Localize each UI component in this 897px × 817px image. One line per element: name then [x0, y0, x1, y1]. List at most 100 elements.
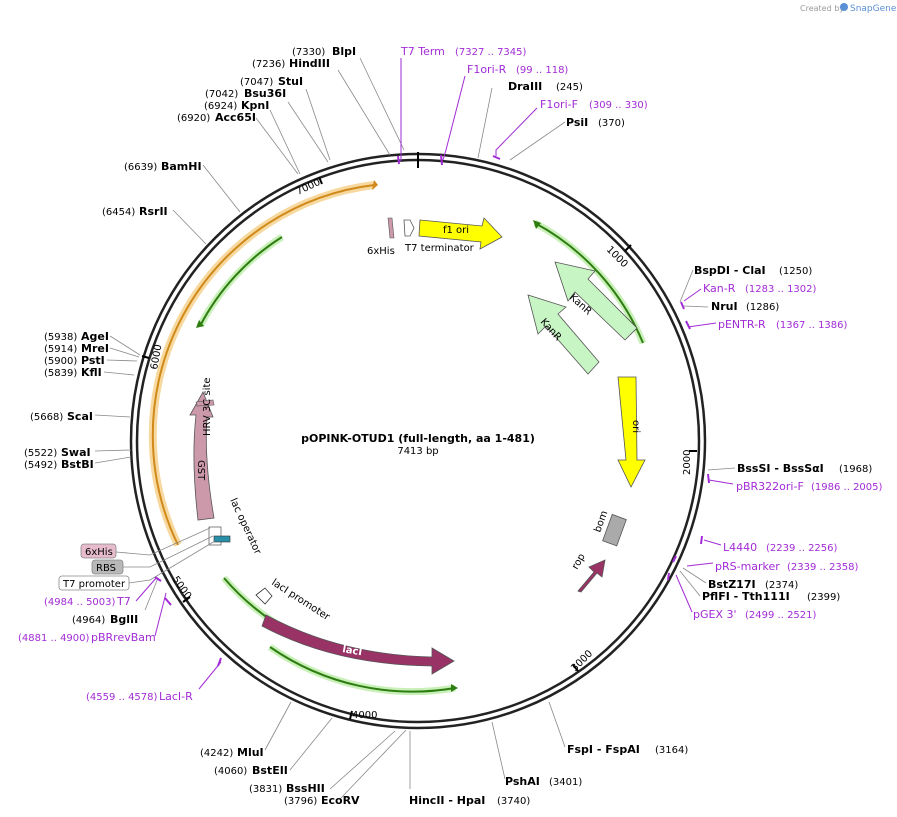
- enzyme-name-fspi-fspai: FspI - FspAI: [567, 743, 640, 756]
- enzyme-name-psti: PstI: [81, 354, 105, 367]
- hrv-3c-site-box: [195, 399, 215, 407]
- enzyme-pos-stui: (7047): [240, 77, 273, 88]
- primer-name-l4440: L4440: [723, 541, 757, 554]
- primer-pos-laci-r: (4559 .. 4578): [86, 692, 158, 703]
- enzyme-pos-bsshii: (3831): [249, 784, 282, 795]
- enzyme-name-acc65i: Acc65I: [215, 111, 256, 124]
- t7-promoter-feature-box: [58, 575, 130, 591]
- enzyme-name-mlui: MluI: [237, 746, 264, 759]
- enzyme-name-rsrii: RsrII: [139, 205, 168, 218]
- primer-pos-pgex-3: (2499 .. 2521): [745, 610, 817, 621]
- primer-name-pgex-3: pGEX 3': [693, 608, 737, 621]
- enzyme-name-blpi: BlpI: [332, 45, 356, 58]
- ori-label: ori: [630, 420, 641, 433]
- enzyme-leaders: [94, 57, 736, 800]
- primer-name-laci-r: LacI-R: [159, 690, 193, 703]
- his-tag-feature-label: 6xHis: [85, 547, 113, 558]
- enzyme-pos-rsrii: (6454): [102, 207, 135, 218]
- enzyme-pos-swai: (5522): [24, 448, 57, 459]
- orange-arc: [151, 184, 375, 546]
- enzyme-pos-kpni: (6924): [204, 101, 237, 112]
- enzyme-name-hindiii: HindIII: [289, 57, 330, 70]
- tick-label-1000: 1000: [604, 244, 630, 270]
- hrv-3c-site-label: HRV 3C site: [202, 377, 213, 436]
- enzyme-name-bsshii: BssHII: [286, 782, 325, 795]
- laci-promoter-arrow: [255, 587, 273, 605]
- primer-pos-t7-term: (7327 .. 7345): [455, 47, 527, 58]
- green-arc-2-arrowhead: [533, 220, 541, 229]
- enzyme-pos-agei: (5938): [44, 332, 77, 343]
- tick-label-2000: 2000: [682, 450, 693, 475]
- enzyme-pos-psti: (5900): [44, 356, 77, 367]
- gst-label: GST: [195, 460, 206, 481]
- enzyme-name-agei: AgeI: [81, 330, 109, 343]
- rop-arrow: [577, 559, 606, 593]
- enzyme-pos-bstz17i: (2374): [765, 580, 798, 591]
- orange-arc-halo: [148, 181, 375, 547]
- enzyme-name-nrui: NruI: [711, 300, 738, 313]
- rop-label: rop: [570, 552, 588, 572]
- enzyme-pos-bamhi: (6639): [124, 162, 157, 173]
- primer-pos-f1ori-r: (99 .. 118): [516, 65, 568, 76]
- primer-name-t7-term: T7 Term: [400, 45, 445, 58]
- enzyme-pos-hincii-hpai: (3740): [497, 796, 530, 807]
- primer-pos-pbr322ori-f: (1986 .. 2005): [811, 482, 883, 493]
- enzyme-name-scai: ScaI: [67, 410, 93, 423]
- primer-name-pbr322ori-f: pBR322ori-F: [736, 480, 804, 493]
- enzyme-pos-hindiii: (7236): [252, 59, 285, 70]
- enzyme-name-hincii-hpai: HincII - HpaI: [409, 794, 485, 807]
- primer-name-f1ori-f: F1ori-F: [540, 98, 578, 111]
- enzyme-name-kfli: KflI: [81, 366, 102, 379]
- tick-label-4000: 4000: [352, 710, 377, 721]
- credit-brand: SnapGene: [850, 4, 897, 14]
- enzyme-pos-draiii: (245): [556, 82, 583, 93]
- laci-label: lacI: [341, 644, 362, 658]
- enzyme-pos-pflfi-tth111i: (2399): [807, 592, 840, 603]
- kanr-arrow-1: [554, 261, 638, 341]
- plasmid-name: pOPINK-OTUD1 (full-length, aa 1-481): [301, 432, 535, 445]
- snapgene-logo-icon: [840, 3, 848, 11]
- enzyme-name-bstz17i: BstZ17I: [708, 578, 756, 591]
- enzyme-name-pflfi-tth111i: PflFI - Tth111I: [702, 590, 790, 603]
- green-arc-4-arrowhead: [451, 684, 458, 692]
- kanr-arrow-2: [527, 294, 600, 375]
- enzyme-pos-bsu36i: (7042): [205, 89, 238, 100]
- enzyme-pos-bsssi-bsssai: (1968): [839, 464, 872, 475]
- his-tag-box: [213, 535, 231, 543]
- primer-name-t7: T7: [116, 595, 131, 608]
- green-arc-1: [199, 236, 283, 327]
- primer-pos-pentr-r: (1367 .. 1386): [776, 320, 848, 331]
- enzyme-name-mrei: MreI: [81, 342, 109, 355]
- his-tag-top-label: 6xHis: [367, 246, 395, 257]
- enzyme-pos-kfli: (5839): [44, 368, 77, 379]
- enzyme-name-swai: SwaI: [61, 446, 91, 459]
- enzyme-pos-bsteii: (4060): [214, 766, 247, 777]
- enzyme-name-kpni: KpnI: [241, 99, 269, 112]
- enzyme-pos-fspi-fspai: (3164): [655, 745, 688, 756]
- his-tag-top-box: [387, 217, 395, 239]
- enzyme-name-bsteii: BstEII: [252, 764, 288, 777]
- primer-name-kan-r: Kan-R: [703, 282, 736, 295]
- primer-pos-kan-r: (1283 .. 1302): [745, 284, 817, 295]
- primer-name-pbrrevbam: pBRrevBam: [91, 631, 156, 644]
- enzyme-pos-bstbi: (5492): [24, 460, 57, 471]
- enzyme-pos-ecorv: (3796): [284, 796, 317, 807]
- enzyme-name-pshai: PshAI: [505, 775, 540, 788]
- plasmid-size: 7413 bp: [397, 446, 438, 457]
- enzyme-name-psii: PsiI: [566, 116, 588, 129]
- credit-prefix: Created by: [800, 4, 844, 13]
- enzyme-name-bsu36i: Bsu36I: [244, 87, 286, 100]
- laci-arrow: [261, 614, 455, 675]
- his-tag-feature-box: [80, 543, 117, 559]
- t7-promoter-feature-label: T7 promoter: [62, 579, 126, 590]
- enzyme-pos-nrui: (1286): [746, 302, 779, 313]
- enzyme-pos-mrei: (5914): [44, 344, 77, 355]
- enzyme-name-ecorv: EcoRV: [321, 794, 360, 807]
- primer-name-f1ori-r: F1ori-R: [467, 63, 507, 76]
- enzyme-name-draiii: DraIII: [508, 80, 542, 93]
- laci-promoter-label: lacI promoter: [269, 577, 332, 623]
- enzyme-pos-psii: (370): [598, 118, 625, 129]
- primer-pos-l4440: (2239 .. 2256): [766, 543, 838, 554]
- enzyme-pos-scai: (5668): [30, 412, 63, 423]
